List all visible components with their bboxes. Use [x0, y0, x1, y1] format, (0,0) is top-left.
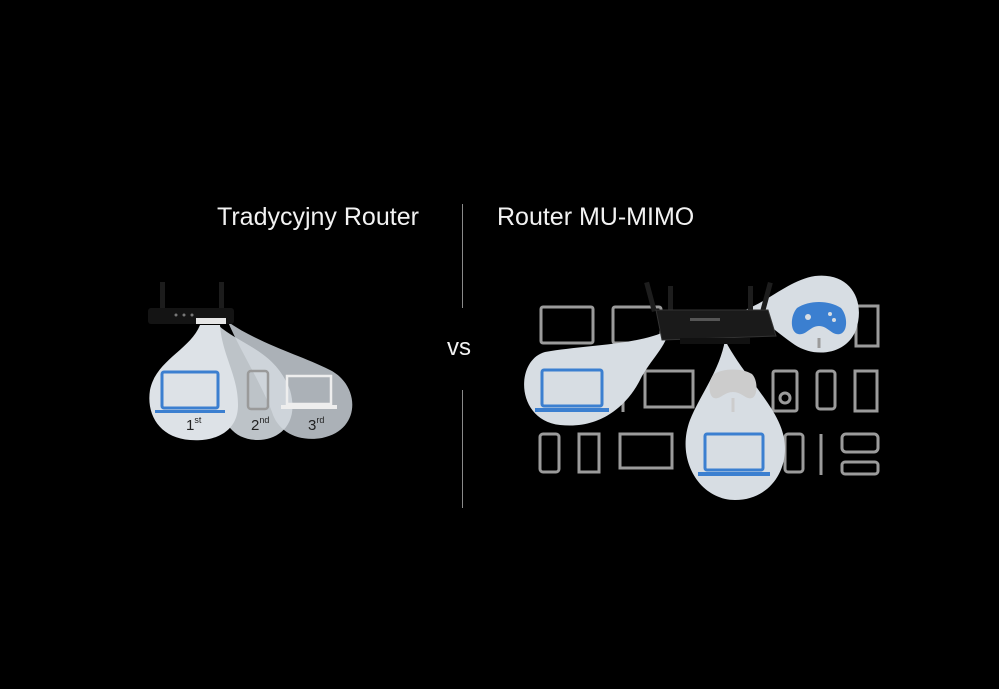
gamepad-icon — [709, 369, 757, 412]
bubble-third — [228, 322, 353, 439]
monitor-icon — [618, 432, 674, 470]
vs-label: vs — [447, 334, 471, 361]
streaming-box-icon — [840, 432, 880, 454]
speaker-icon — [771, 369, 799, 413]
tablet-icon — [539, 305, 595, 345]
router-icon — [148, 282, 234, 324]
plug-icon — [783, 432, 805, 474]
laptop-icon — [698, 432, 770, 476]
laptop-icon — [155, 370, 225, 413]
monitor-icon — [281, 374, 337, 409]
order-label-second: 2nd — [251, 415, 270, 434]
divider-top — [462, 204, 463, 308]
usb-stick-icon — [840, 460, 880, 476]
order-label-third: 3rd — [308, 415, 325, 434]
tower-pc-icon — [853, 369, 879, 413]
order-label-first: 1st — [186, 415, 202, 434]
phone-icon — [538, 432, 561, 474]
router-icon — [644, 281, 777, 344]
divider-bottom — [462, 390, 463, 508]
gamepad-icon — [791, 302, 847, 348]
traditional-router-title: Tradycyjny Router — [217, 203, 419, 231]
tower-pc-icon — [854, 304, 880, 348]
tower-pc-icon — [577, 432, 601, 474]
mu-mimo-router-diagram — [524, 275, 880, 500]
bubble-left-laptop — [524, 330, 668, 426]
mu-mimo-router-title: Router MU-MIMO — [497, 203, 695, 231]
bubble-bottom-laptop — [685, 340, 785, 500]
phone-icon — [246, 369, 270, 411]
phone-icon — [815, 369, 837, 411]
monitor-icon — [643, 369, 695, 409]
laptop-icon — [535, 368, 609, 412]
traditional-router-diagram — [148, 282, 353, 441]
